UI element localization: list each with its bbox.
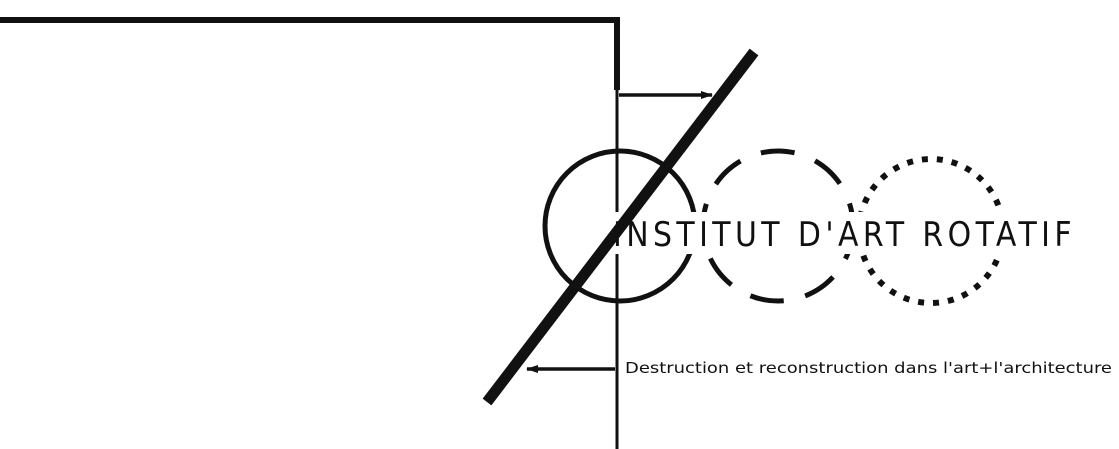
title-knockout bbox=[608, 212, 1088, 254]
diagonal-slash-icon bbox=[482, 48, 759, 406]
logo-subtitle: Destruction et reconstruction dans l'art… bbox=[625, 359, 1112, 377]
logo-title: INSTITUT D'ART ROTATIF bbox=[613, 215, 1076, 255]
frame-outline bbox=[0, 17, 620, 90]
